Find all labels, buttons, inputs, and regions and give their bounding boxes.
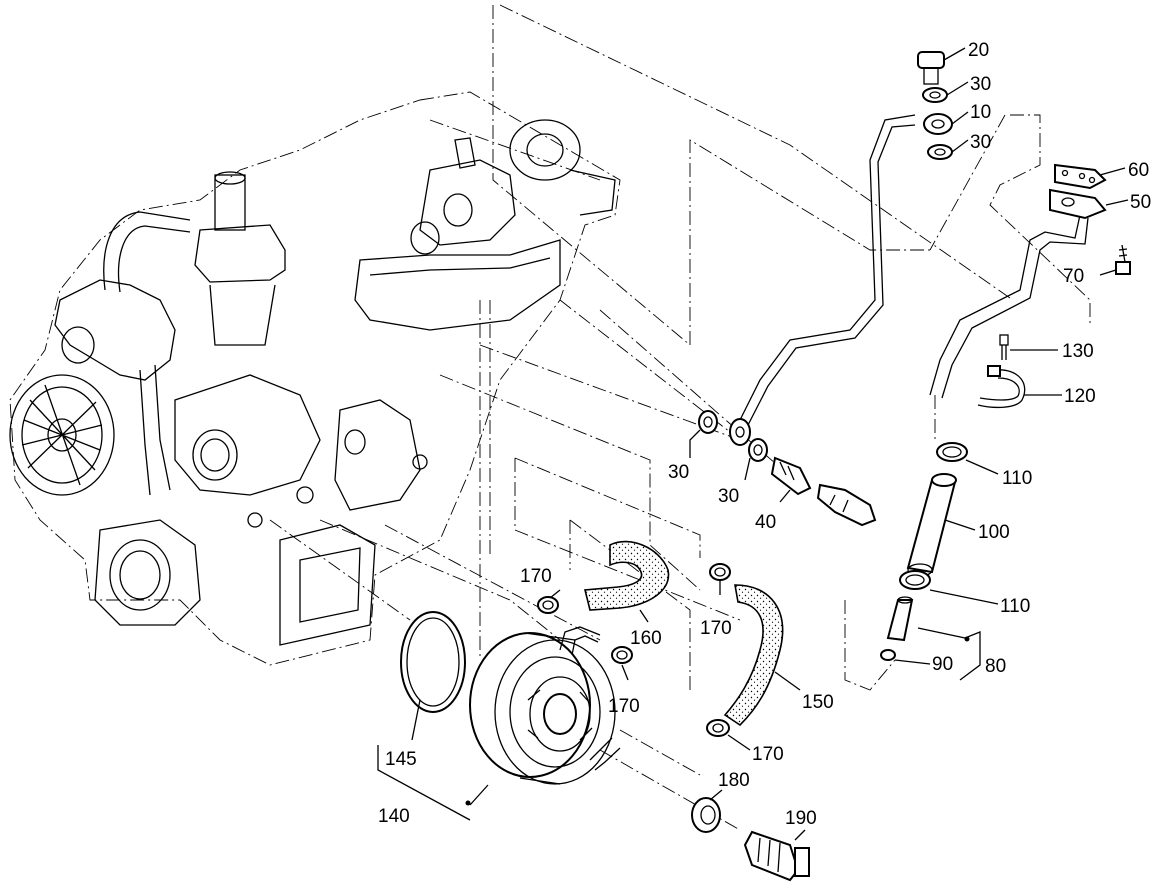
washer-30-left xyxy=(698,410,718,434)
o-ring-145 xyxy=(400,611,466,713)
turbocharger xyxy=(410,119,616,255)
clamp-170-a xyxy=(537,596,559,614)
clamp-170-c xyxy=(611,646,633,664)
callout-140: 140 xyxy=(378,806,410,827)
center-lines xyxy=(269,4,1091,831)
bolt-70 xyxy=(1115,244,1131,275)
callout-170-b: 170 xyxy=(700,618,732,639)
hose-160 xyxy=(583,540,670,611)
hose-100 xyxy=(906,473,957,577)
plug-bolt-20 xyxy=(917,51,945,85)
callout-110-top: 110 xyxy=(1002,468,1032,489)
clamp-110-bottom xyxy=(899,570,931,590)
oil-cooler-140 xyxy=(469,626,621,785)
marker-dot-140 xyxy=(465,800,471,806)
callout-130: 130 xyxy=(1062,341,1094,362)
callout-100: 100 xyxy=(978,522,1010,543)
callout-80: 80 xyxy=(985,656,1006,677)
washer-30-lower xyxy=(927,144,953,160)
callout-30-mid: 30 xyxy=(718,486,739,507)
banjo-fitting xyxy=(729,418,751,446)
bolt-130 xyxy=(999,334,1009,360)
callout-50: 50 xyxy=(1130,192,1151,213)
callout-170-c: 170 xyxy=(608,696,640,717)
clamp-120 xyxy=(977,365,1026,409)
washer-180 xyxy=(691,797,721,833)
fitting-190 xyxy=(743,830,810,882)
callout-180: 180 xyxy=(718,770,750,791)
fan-pulley xyxy=(9,374,115,496)
callout-30-lower: 30 xyxy=(970,132,991,153)
clamp-170-b xyxy=(709,563,731,581)
marker-dot-80 xyxy=(964,636,970,642)
callouts: 20 30 10 30 60 50 70 130 120 110 100 110… xyxy=(378,40,1151,829)
callout-20: 20 xyxy=(968,40,989,61)
callout-40: 40 xyxy=(755,512,776,533)
callout-90: 90 xyxy=(932,654,953,675)
banjo-bolt-40 xyxy=(770,456,812,496)
callout-170-a: 170 xyxy=(520,566,552,587)
eye-fitting-10 xyxy=(923,113,953,135)
callout-170-d: 170 xyxy=(752,744,784,765)
callout-10: 10 xyxy=(970,102,991,123)
washer-30-top xyxy=(922,87,948,103)
engine-block xyxy=(9,91,621,666)
return-pipe-50 xyxy=(929,188,1107,399)
oil-feed-pipe xyxy=(739,114,916,426)
callout-190: 190 xyxy=(785,808,817,829)
clamp-110-top xyxy=(936,442,968,462)
callout-145: 145 xyxy=(385,749,417,770)
callout-30-left: 30 xyxy=(668,462,689,483)
oil-pressure-sensor xyxy=(816,483,877,527)
callout-110-bottom: 110 xyxy=(1000,596,1030,617)
callout-30-top: 30 xyxy=(970,74,991,95)
gasket-60 xyxy=(1054,163,1107,190)
callout-160: 160 xyxy=(630,628,662,649)
callout-150: 150 xyxy=(802,692,834,713)
o-ring-90 xyxy=(880,649,896,661)
tube-80 xyxy=(886,596,914,642)
washer-30-mid xyxy=(748,438,768,462)
hose-150 xyxy=(723,584,784,727)
callout-60: 60 xyxy=(1128,160,1149,181)
callout-70: 70 xyxy=(1063,266,1084,287)
leader-lines xyxy=(377,47,1129,841)
clamp-170-d xyxy=(706,719,730,737)
callout-120: 120 xyxy=(1064,386,1096,407)
